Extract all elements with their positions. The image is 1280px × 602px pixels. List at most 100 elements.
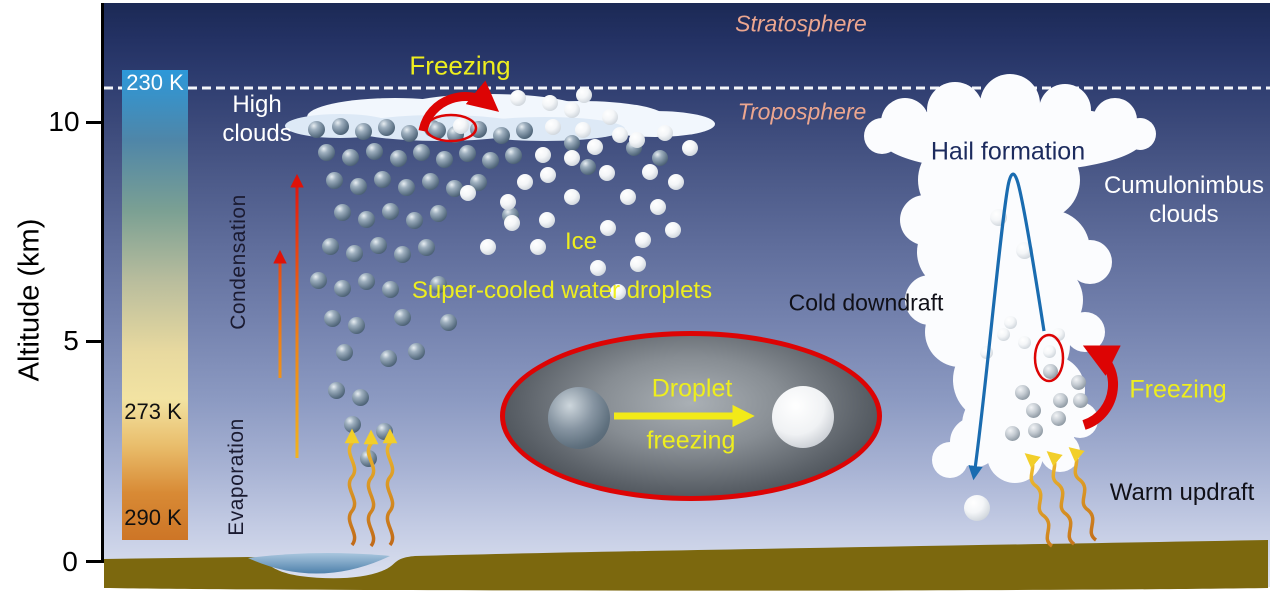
supercooled-droplet (333, 279, 351, 297)
colorbar-label-290k: 290 K (124, 505, 182, 530)
inset-droplet-label: Droplet (651, 374, 733, 403)
supercooled-droplet (564, 135, 580, 151)
supercooled-droplet (349, 177, 367, 195)
supercooled-droplet (357, 210, 375, 228)
supercooled-droplet (435, 150, 453, 168)
ice-particle (629, 132, 645, 148)
ice-particle (542, 95, 558, 111)
supercooled-droplet (354, 122, 372, 140)
supercooled-droplet (307, 120, 325, 138)
supercooled-droplet (351, 388, 369, 406)
supercooled-droplet (381, 202, 399, 220)
colorbar-label-230k: 230 K (126, 70, 184, 95)
ice-particle (620, 189, 636, 205)
ice-particle (610, 284, 626, 300)
cumulonimbus-cloud (864, 74, 1156, 483)
freezing-highlight-ellipse-left (424, 113, 478, 143)
supercooled-droplet (1072, 392, 1088, 408)
ice-particle (665, 222, 681, 238)
y-axis-title: Altitude (km) (13, 218, 46, 382)
supercooled-droplet (515, 121, 533, 139)
supercooled-droplet (429, 204, 447, 222)
condensation-label: Condensation (227, 194, 250, 330)
ice-particle (1042, 344, 1056, 358)
supercooled-droplet (492, 126, 510, 144)
tick-0km (86, 560, 103, 563)
tick-5km (86, 340, 103, 343)
ice-particle (630, 256, 646, 272)
ice-particle (564, 189, 580, 205)
supercooled-droplet (365, 142, 383, 160)
warm-updraft-arrows (1024, 447, 1098, 548)
supercooled-droplet (335, 343, 353, 361)
freezing-label-right: Freezing (1129, 375, 1227, 404)
supercooled-droplet (412, 143, 430, 161)
freezing-arrow-left (418, 80, 500, 133)
supercooled-droplet (309, 271, 327, 289)
ice-particle (576, 87, 592, 103)
ice-particle (545, 119, 561, 135)
supercooled-droplet (357, 272, 375, 290)
condensation-arrows (273, 173, 304, 458)
ice-particle (668, 174, 684, 190)
supercooled-droplet (1042, 363, 1058, 379)
high-clouds-line2: clouds (222, 120, 292, 147)
supercooled-droplet (381, 280, 399, 298)
supercooled-droplet (417, 238, 435, 256)
ice-particle (517, 174, 533, 190)
tick-label-5: 5 (63, 325, 79, 356)
tick-label-0: 0 (62, 546, 78, 577)
supercooled-droplet (321, 237, 339, 255)
ground (104, 540, 1268, 591)
ice-particle (600, 220, 616, 236)
supercooled-droplet (333, 203, 351, 221)
supercooled-droplet (317, 143, 335, 161)
supercooled-droplet (439, 313, 457, 331)
ice-particle (564, 150, 580, 166)
supercooled-droplet (397, 178, 415, 196)
supercooled-droplet (400, 124, 418, 142)
ice-particle (480, 239, 496, 255)
ice-particle (590, 260, 606, 276)
colorbar-label-273k: 273 K (124, 399, 182, 424)
supercooled-droplet (407, 342, 425, 360)
supercooled-droplet (1014, 384, 1030, 400)
supercooled-droplet (445, 179, 463, 197)
stratosphere-label: Stratosphere (735, 10, 867, 37)
supercooled-droplet (405, 211, 423, 229)
supercooled-droplet (421, 172, 439, 190)
cumulonimbus-line1: Cumulonimbus (1103, 172, 1265, 200)
freezing-highlight-ellipse-right (1033, 333, 1065, 383)
supercooled-droplet (323, 309, 341, 327)
ice-particle (996, 327, 1010, 341)
supercooled-droplet (652, 150, 668, 166)
inset-frozen-droplet (772, 386, 834, 448)
ice-particle (575, 122, 591, 138)
supercooled-droplet (345, 244, 363, 262)
supercooled-droplet (1050, 410, 1066, 426)
freezing-arrow-right (1082, 345, 1121, 430)
tick-label-10: 10 (48, 106, 80, 137)
ice-particle (650, 199, 666, 215)
supercooled-droplet (347, 316, 365, 334)
hailstone (1015, 241, 1033, 259)
ice-particle (1017, 335, 1031, 349)
supercooled-droplet (369, 236, 387, 254)
supercooled-droplet (393, 245, 411, 263)
supercooled-droplet (389, 149, 407, 167)
ice-particle (1003, 315, 1017, 329)
hail-trajectory-arrow (968, 172, 1046, 481)
ice-particle (642, 164, 658, 180)
supercooled-droplet (1025, 402, 1041, 418)
tick-10km (86, 121, 103, 124)
ice-particle (612, 127, 628, 143)
cumulonimbus-line2: clouds (1149, 201, 1219, 228)
high-clouds-line1: High (232, 91, 282, 119)
inset-water-droplet (548, 387, 610, 449)
supercooled-droplet (377, 118, 395, 136)
inset-freezing-label: freezing (646, 426, 736, 455)
supercooled-droplet (325, 171, 343, 189)
supercooled-droplet (331, 117, 349, 135)
ice-particle (682, 140, 698, 156)
ice-particle (453, 118, 469, 134)
